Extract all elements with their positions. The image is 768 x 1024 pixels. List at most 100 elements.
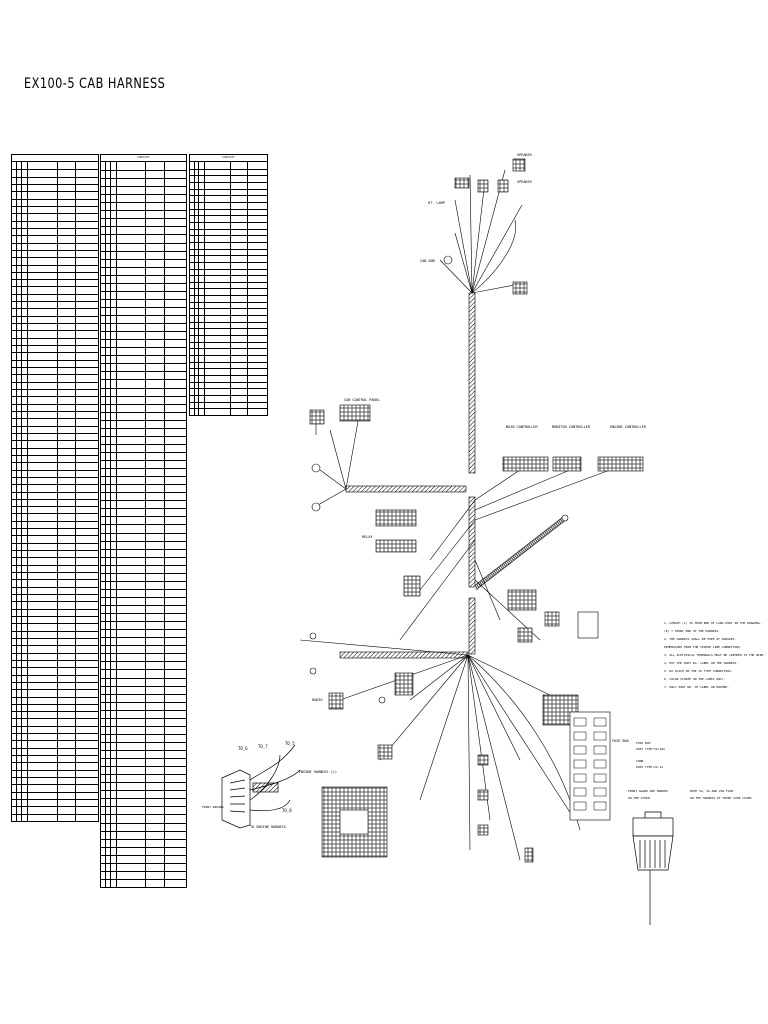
legend-note-right-2: ON THE HARNESS OF FRONT SIDE COVER: [690, 796, 752, 800]
table-cell: [12, 242, 18, 251]
table-cell: [28, 557, 58, 566]
table-cell: [164, 839, 186, 848]
table-cell: [199, 321, 205, 330]
table-cell: [76, 374, 98, 383]
table-cell: [199, 335, 205, 343]
table-cell: [101, 709, 107, 719]
table-cell: [22, 696, 29, 705]
table-cell: [28, 220, 58, 229]
table-cell: [164, 686, 186, 695]
table-cell: [199, 368, 205, 377]
table-cell: [101, 266, 107, 276]
table-cell: [117, 685, 147, 695]
table-cell: [204, 255, 231, 263]
table-cell: [22, 659, 29, 669]
table-cell: [22, 550, 29, 559]
table-cell: [194, 261, 200, 270]
table-cell: [22, 813, 29, 822]
table-cell: [101, 798, 107, 808]
table-cell: [76, 228, 98, 237]
table-cell: [106, 814, 112, 824]
table-cell: [76, 755, 98, 764]
table-cell: [101, 516, 107, 526]
table-cell: [111, 202, 118, 212]
table-cell: [204, 275, 231, 283]
table-cell: [17, 799, 23, 808]
table-cell: [28, 286, 58, 295]
table-cell: [247, 302, 267, 310]
table-cell: [28, 586, 58, 595]
table-cell: [164, 573, 186, 582]
table-cell: [17, 769, 23, 779]
table-cell: [57, 330, 77, 339]
table-cell: [164, 420, 186, 429]
table-cell: [17, 586, 23, 595]
table-cell: [247, 202, 267, 210]
table-cell: [12, 564, 18, 574]
table-cell: [106, 387, 112, 397]
table-cell: [190, 221, 195, 230]
table-cell: [146, 814, 165, 824]
table-cell: [199, 268, 205, 277]
table-cell: [101, 178, 107, 188]
table-cell: [106, 178, 112, 188]
table-cell: [101, 621, 107, 631]
table-cell: [12, 447, 18, 456]
table-cell: [146, 202, 165, 212]
table-cell: [204, 261, 231, 270]
table-cell: [57, 367, 77, 376]
table-cell: [22, 484, 29, 493]
table-cell: [111, 637, 118, 647]
table-cell: [22, 403, 29, 412]
table-cell: [146, 371, 165, 381]
table-cell: [28, 725, 58, 735]
table-cell: [117, 266, 147, 276]
table-cell: [17, 227, 23, 237]
table-cell: [57, 220, 77, 229]
table-cell: [22, 740, 29, 749]
table-cell: [57, 528, 77, 537]
table-cell: [117, 274, 147, 284]
table-cell: [57, 498, 77, 508]
table-cell: [247, 229, 267, 237]
table-cell: [12, 323, 18, 332]
table-cell: [117, 516, 147, 526]
table-cell: [17, 403, 23, 412]
table-cell: [28, 769, 58, 779]
table-cell: [106, 298, 112, 308]
table-cell: [28, 542, 58, 552]
table-cell: [12, 169, 18, 178]
table-cell: [146, 685, 165, 695]
table-cell: [22, 601, 29, 610]
note-line-6: 4. PUT THE PART No. LABEL ON THE HARNESS…: [664, 661, 738, 665]
table-cell: [22, 418, 29, 427]
table-cell: [164, 379, 186, 389]
table-cell: [106, 870, 112, 880]
table-cell: [57, 432, 77, 442]
table-cell: [17, 594, 23, 603]
legend-fuse-spec: PART TYPE:5A/10A: [636, 747, 665, 751]
table-cell: [111, 427, 118, 437]
table-cell: [28, 637, 58, 647]
table-cell: [12, 594, 18, 603]
table-cell: [111, 323, 118, 333]
table-cell: [117, 492, 147, 502]
table-cell: [146, 484, 165, 494]
table-cell: [76, 411, 98, 420]
table-cell: [190, 188, 195, 197]
table-cell: [101, 766, 107, 776]
table-header-1: [11, 154, 99, 163]
connector-radio: [328, 692, 344, 710]
main-trunk-upper: [468, 292, 476, 474]
table-cell: [57, 667, 77, 676]
table-cell: [247, 328, 267, 337]
table-cell: [194, 315, 200, 323]
table-cell: [28, 476, 58, 486]
table-cell: [117, 403, 147, 413]
table-cell: [230, 221, 248, 230]
table-cell: [117, 661, 147, 671]
table-cell: [194, 361, 200, 370]
table-cell: [12, 301, 18, 310]
table-cell: [76, 682, 98, 691]
table-cell: [57, 733, 77, 742]
